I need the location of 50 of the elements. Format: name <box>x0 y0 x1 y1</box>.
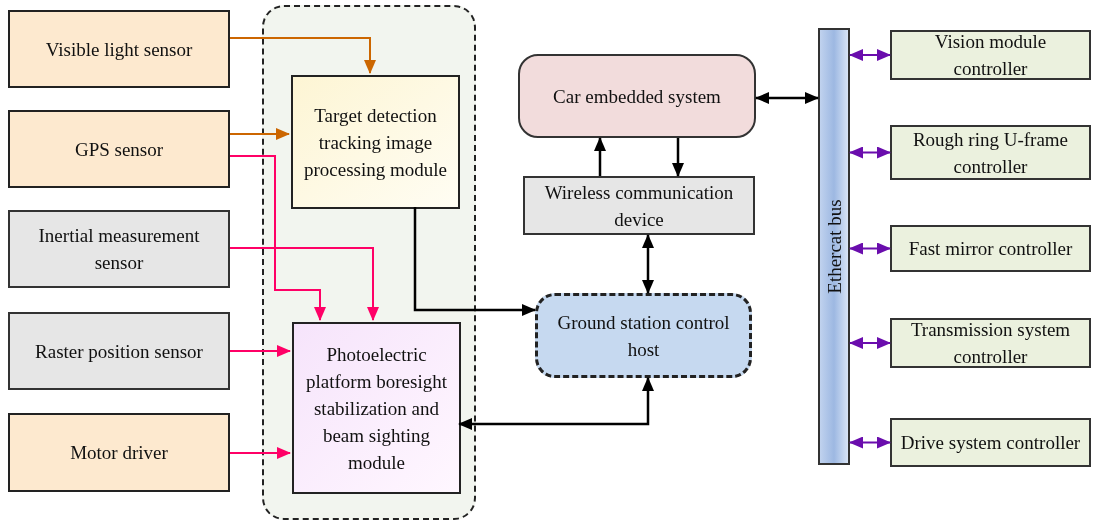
arrow <box>755 92 819 104</box>
arrow <box>458 377 654 430</box>
node-label: Target detection tracking image processing module <box>303 103 448 182</box>
sensor-box <box>8 413 230 492</box>
arrow <box>594 137 606 176</box>
bus-label: Ethercat bus <box>824 199 844 294</box>
node-label: Motor driver <box>69 441 169 465</box>
arrow <box>229 247 379 321</box>
controller-box <box>890 225 1091 272</box>
node-label: Drive system controller <box>899 431 1082 455</box>
node-label: Vision module controller <box>933 30 1048 81</box>
node-label: Car embedded system <box>552 84 722 109</box>
node-label: Ground station control host <box>556 310 731 362</box>
arrow <box>229 155 326 321</box>
arrow <box>849 242 891 255</box>
process-box <box>292 322 461 494</box>
host-box <box>535 293 752 378</box>
node-label: Wireless communication device <box>543 180 735 232</box>
bus-bar <box>818 28 850 465</box>
node-label: Visible light sensor <box>44 37 194 62</box>
controller-box <box>890 318 1091 368</box>
arrow <box>642 234 654 294</box>
node-label: Rough ring U-frame controller <box>911 127 1070 179</box>
node-label: Transmission system controller <box>909 318 1072 369</box>
node-label: Raster position sensor <box>34 339 204 364</box>
arrow <box>229 37 376 74</box>
node-label: Photoelectric platform boresight stabilization and beam sighting module <box>305 342 448 475</box>
controller-box <box>890 418 1091 467</box>
arrow <box>229 128 290 140</box>
node-label: GPS sensor <box>73 137 165 162</box>
arrow <box>229 447 291 459</box>
node-label: Inertial measurement sensor <box>37 224 201 275</box>
group-container <box>262 5 476 520</box>
controller-box <box>890 30 1091 80</box>
system-box <box>518 54 756 138</box>
arrow <box>413 207 536 316</box>
arrow <box>849 337 891 349</box>
arrow <box>849 49 891 61</box>
arrow <box>229 345 291 357</box>
node-label: Fast mirror controller <box>907 237 1074 261</box>
process-box <box>291 75 460 209</box>
process-box <box>523 176 755 235</box>
process-box <box>8 312 230 390</box>
sensor-box <box>8 110 230 188</box>
sensor-box <box>8 10 230 88</box>
arrow <box>849 436 891 449</box>
process-box <box>8 210 230 288</box>
arrow <box>849 146 891 159</box>
controller-box <box>890 125 1091 180</box>
arrow <box>672 138 684 177</box>
